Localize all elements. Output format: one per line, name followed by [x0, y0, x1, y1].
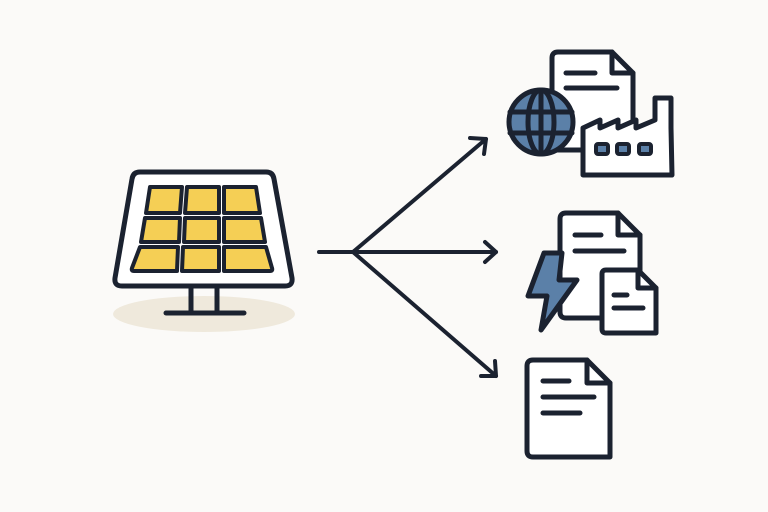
target-group-2 — [525, 210, 659, 336]
factory-icon — [580, 95, 675, 178]
solar-panel-icon — [112, 169, 295, 332]
flow-arrows — [317, 136, 498, 378]
panel-cell — [129, 245, 180, 273]
target-group-3 — [524, 357, 613, 460]
target-group-1 — [506, 49, 675, 178]
globe-icon — [506, 87, 576, 157]
factory-window — [615, 142, 631, 156]
document-fold — [635, 267, 659, 291]
document-fold — [584, 357, 613, 386]
arrow-up-right — [351, 136, 488, 254]
panel-cell — [183, 185, 221, 215]
panel-cell — [222, 216, 267, 244]
document-fold — [609, 49, 636, 76]
panel-cell — [222, 185, 262, 215]
lightning-bolt-icon — [525, 250, 580, 333]
panel-cells — [129, 185, 275, 273]
arrow-down-right — [351, 250, 498, 378]
panel-cell — [144, 185, 184, 215]
panel-cell — [139, 216, 182, 244]
small-document-icon — [599, 267, 659, 336]
panel-cell — [222, 245, 275, 273]
panel-cell — [180, 245, 221, 273]
factory-window — [637, 142, 653, 156]
factory-window — [594, 142, 610, 156]
document-fold — [615, 210, 643, 238]
panel-cell — [182, 216, 221, 244]
document-icon — [524, 357, 613, 460]
arrow-right — [351, 240, 498, 264]
